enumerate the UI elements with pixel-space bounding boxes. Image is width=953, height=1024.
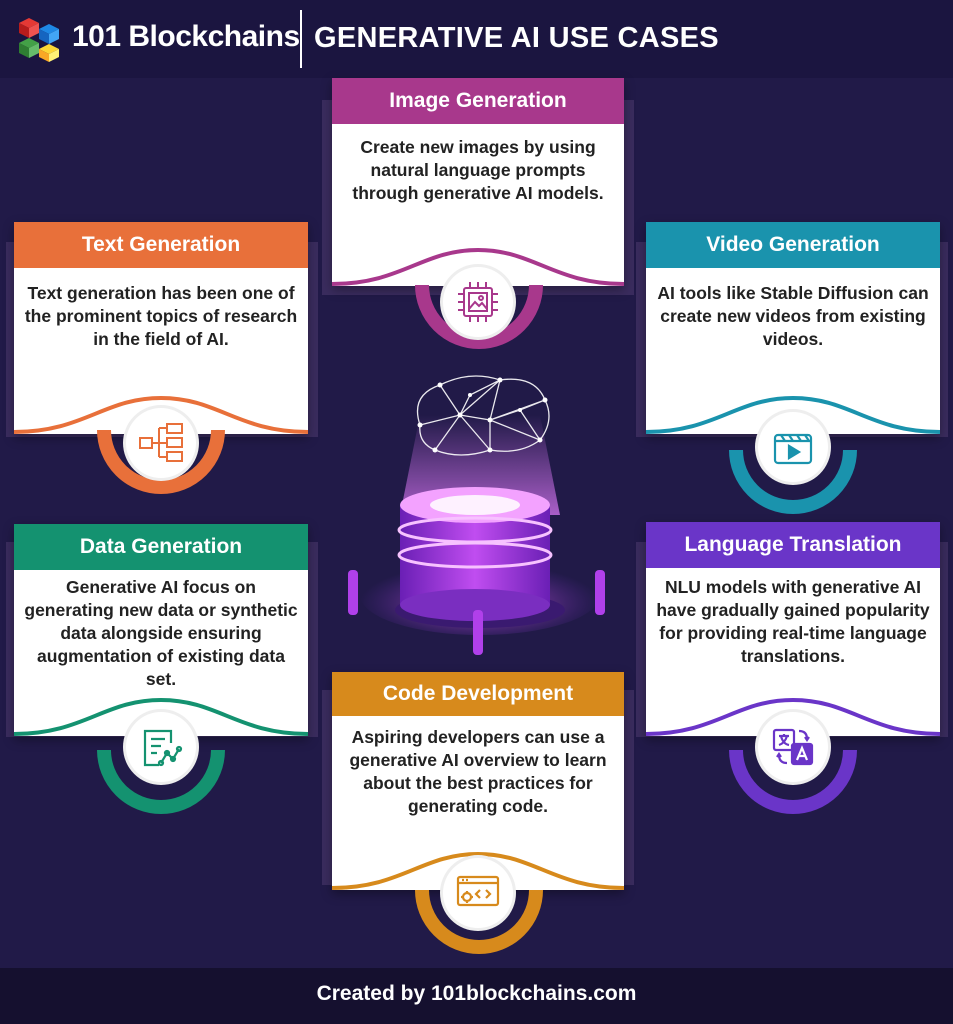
card-title: Video Generation <box>646 222 940 268</box>
card-description: Aspiring developers can use a generative… <box>349 727 607 816</box>
code-monitor-icon <box>443 858 513 928</box>
header-bar: 101 Blockchains GENERATIVE AI USE CASES <box>0 0 953 78</box>
accent-ring <box>415 284 543 349</box>
footer-credit: Created by 101blockchains.com <box>316 982 637 1005</box>
card-video-generation: Video Generation AI tools like Stable Di… <box>646 222 940 434</box>
card-wave <box>332 851 624 890</box>
card-description: Text generation has been one of the prom… <box>24 283 298 349</box>
header-divider <box>300 10 302 68</box>
card-wave <box>646 697 940 736</box>
card-description: NLU models with generative AI have gradu… <box>656 577 930 666</box>
card-code-development: Code Development Aspiring developers can… <box>332 672 624 890</box>
accent-ring <box>97 749 225 814</box>
card-title: Image Generation <box>332 78 624 124</box>
chip-image-icon <box>443 267 513 337</box>
card-title: Code Development <box>332 672 624 716</box>
logo-icon <box>19 18 59 62</box>
card-image-generation: Image Generation Create new images by us… <box>332 78 624 286</box>
card-title: Data Generation <box>14 524 308 570</box>
card-wave <box>14 395 308 434</box>
card-text-generation: Text Generation Text generation has been… <box>14 222 308 434</box>
video-player-icon <box>758 412 828 482</box>
card-wave <box>332 247 624 286</box>
translate-icon <box>758 712 828 782</box>
document-graph-icon <box>126 712 196 782</box>
card-data-generation: Data Generation Generative AI focus on g… <box>14 524 308 736</box>
card-description: Generative AI focus on generating new da… <box>24 577 298 689</box>
card-wave <box>646 395 940 434</box>
footer-bar: Created by 101blockchains.com <box>0 968 953 1024</box>
card-wave <box>14 697 308 736</box>
page-title: GENERATIVE AI USE CASES <box>314 22 719 54</box>
card-language-translation: Language Translation NLU models with gen… <box>646 522 940 736</box>
card-description: AI tools like Stable Diffusion can creat… <box>657 283 929 349</box>
ai-brain-pedestal-illustration <box>348 375 605 655</box>
card-description: Create new images by using natural langu… <box>352 137 604 203</box>
accent-ring <box>415 889 543 954</box>
accent-ring <box>729 749 857 814</box>
card-title: Language Translation <box>646 522 940 568</box>
accent-ring <box>97 429 225 494</box>
card-title: Text Generation <box>14 222 308 268</box>
accent-ring <box>729 449 857 514</box>
flowchart-icon <box>126 408 196 478</box>
brand-name: 101 Blockchains <box>72 20 300 53</box>
